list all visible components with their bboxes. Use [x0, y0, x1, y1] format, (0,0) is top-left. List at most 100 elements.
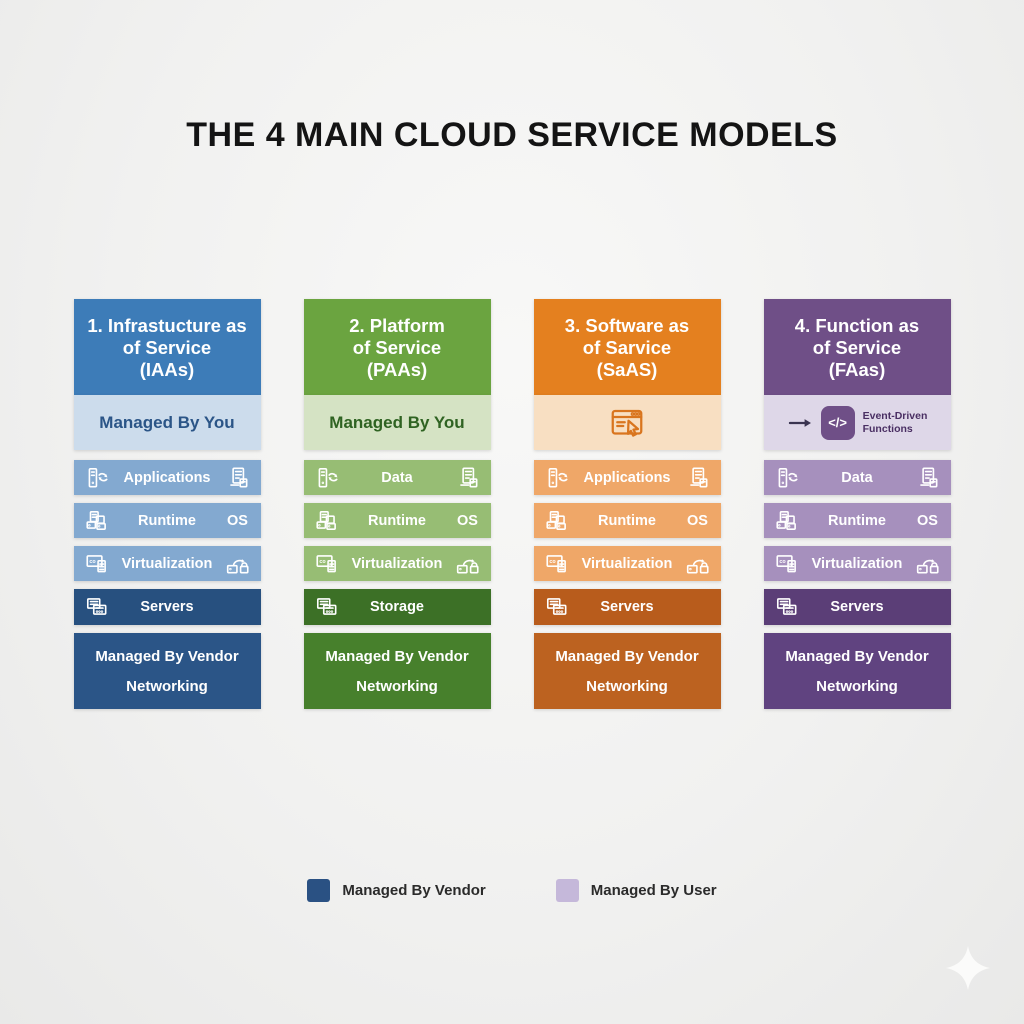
- iaas-header: 1. Infrastucture as of Service (IAAs): [73, 299, 261, 395]
- paas-footer: Managed By Vendor Networking: [303, 633, 491, 709]
- paas-row-runtime-label: Runtime: [368, 512, 426, 529]
- runtime-stack-icon: [774, 508, 800, 534]
- paas-row-virtualization-label: Virtualization: [351, 555, 443, 572]
- migrate-lock-icon: [455, 551, 481, 577]
- paas-row-storage: Storage: [303, 589, 491, 625]
- iaas-row-servers-label: Servers: [140, 599, 194, 615]
- saas-row-servers-label: Servers: [600, 599, 654, 615]
- saas-row-os-label: OS: [687, 512, 708, 529]
- faas-subheader: </> Event-Driven Functions: [763, 395, 951, 450]
- iaas-row-servers: Servers: [73, 589, 261, 625]
- column-faas: 4. Function as of Service (FAas) </> Eve…: [763, 299, 951, 709]
- iaas-footer-line1: Managed By Vendor: [95, 647, 239, 665]
- faas-header-line2: of Service: [812, 337, 902, 358]
- faas-row-data-label: Data: [841, 469, 873, 486]
- faas-footer-line1: Managed By Vendor: [785, 647, 929, 665]
- faas-row-virtualization-label: Virtualization: [811, 555, 903, 572]
- saas-footer: Managed By Vendor Networking: [533, 633, 721, 709]
- server-stack-page-icon: [915, 465, 941, 491]
- vendor-color-swatch: [307, 879, 331, 902]
- faas-row-runtime-label: Runtime: [828, 512, 886, 529]
- event-driven-line2: Functions: [862, 422, 913, 435]
- paas-row-virtualization: Virtualization: [303, 546, 491, 581]
- runtime-stack-icon: [84, 508, 110, 534]
- iaas-header-line1: 1. Infrastucture as: [87, 315, 247, 336]
- runtime-stack-icon: [544, 508, 570, 534]
- saas-header-line3: (SaAS): [596, 359, 658, 380]
- iaas-footer-line2: Networking: [126, 677, 208, 695]
- server-sync-icon: [84, 465, 110, 491]
- paas-header-line1: 2. Platform: [349, 315, 445, 336]
- paas-rows: Data Runtime OS Virtualization Storage: [303, 460, 491, 625]
- saas-row-virtualization-label: Virtualization: [581, 555, 673, 572]
- iaas-row-os-label: OS: [227, 512, 248, 529]
- code-badge-icon: </>: [820, 405, 855, 440]
- paas-footer-line2: Networking: [356, 677, 438, 695]
- user-color-swatch: [555, 879, 579, 902]
- saas-row-servers: Servers: [533, 589, 721, 625]
- saas-header-line2: of Sarvice: [582, 337, 672, 358]
- paas-footer-line1: Managed By Vendor: [325, 647, 469, 665]
- service-model-columns: 1. Infrastucture as of Service (IAAs) Ma…: [0, 299, 1024, 709]
- faas-footer: Managed By Vendor Networking: [763, 633, 951, 709]
- browser-cursor-icon: [609, 405, 645, 441]
- iaas-header-line2: of Service: [122, 337, 212, 358]
- saas-row-runtime: Runtime OS: [533, 503, 721, 538]
- faas-rows: Data Runtime OS Virtualization Servers: [763, 460, 951, 625]
- faas-header-line1: 4. Function as: [794, 315, 920, 336]
- iaas-row-runtime-label: Runtime: [138, 512, 196, 529]
- paas-header: 2. Platform of Service (PAAs): [303, 299, 491, 395]
- vendor-legend-label: Managed By Vendor: [342, 882, 486, 899]
- server-stack-page-icon: [225, 465, 251, 491]
- saas-row-runtime-label: Runtime: [598, 512, 656, 529]
- iaas-managed-by-you: Managed By You: [73, 395, 261, 450]
- iaas-row-runtime: Runtime OS: [73, 503, 261, 538]
- paas-managed-by-you-label: Managed By You: [329, 412, 465, 432]
- faas-footer-line2: Networking: [816, 677, 898, 695]
- iaas-row-virtualization: Virtualization: [73, 546, 261, 581]
- runtime-stack-icon: [314, 508, 340, 534]
- faas-row-servers-label: Servers: [830, 599, 884, 615]
- vm-monitor-icon: [774, 551, 800, 577]
- faas-row-data: Data: [763, 460, 951, 495]
- paas-managed-by-you: Managed By You: [303, 395, 491, 450]
- servers-icon: [84, 594, 110, 620]
- column-saas: 3. Software as of Sarvice (SaAS) Applica…: [533, 299, 721, 709]
- faas-row-runtime: Runtime OS: [763, 503, 951, 538]
- legend-item-vendor: Managed By Vendor: [307, 879, 486, 902]
- iaas-footer: Managed By Vendor Networking: [73, 633, 261, 709]
- faas-row-os-label: OS: [917, 512, 938, 529]
- paas-header-line3: (PAAs): [366, 359, 428, 380]
- arrow-right-icon: [787, 412, 813, 434]
- paas-row-data: Data: [303, 460, 491, 495]
- page-title: THE 4 MAIN CLOUD SERVICE MODELS: [186, 116, 838, 154]
- saas-row-applications-label: Applications: [583, 469, 671, 486]
- iaas-header-line3: (IAAs): [139, 359, 195, 380]
- saas-header: 3. Software as of Sarvice (SaAS): [533, 299, 721, 395]
- saas-row-virtualization: Virtualization: [533, 546, 721, 581]
- server-stack-page-icon: [455, 465, 481, 491]
- saas-header-line1: 3. Software as: [564, 315, 690, 336]
- servers-icon: [774, 594, 800, 620]
- saas-rows: Applications Runtime OS Virtualization S…: [533, 460, 721, 625]
- vm-monitor-icon: [84, 551, 110, 577]
- user-legend-label: Managed By User: [590, 882, 717, 899]
- saas-row-applications: Applications: [533, 460, 721, 495]
- paas-row-runtime: Runtime OS: [303, 503, 491, 538]
- migrate-lock-icon: [915, 551, 941, 577]
- legend: Managed By Vendor Managed By User: [0, 879, 1024, 902]
- vm-monitor-icon: [314, 551, 340, 577]
- event-driven-line1: Event-Driven: [862, 409, 928, 422]
- column-iaas: 1. Infrastucture as of Service (IAAs) Ma…: [73, 299, 261, 709]
- migrate-lock-icon: [225, 551, 251, 577]
- iaas-managed-by-you-label: Managed By You: [99, 412, 235, 432]
- faas-header-line3: (FAas): [828, 359, 886, 380]
- saas-subheader: [533, 395, 721, 450]
- event-driven-functions-label: Event-Driven Functions: [863, 410, 928, 436]
- server-sync-icon: [774, 465, 800, 491]
- iaas-row-virtualization-label: Virtualization: [121, 555, 213, 572]
- saas-footer-line1: Managed By Vendor: [555, 647, 699, 665]
- faas-header: 4. Function as of Service (FAas): [763, 299, 951, 395]
- paas-row-storage-label: Storage: [370, 599, 424, 615]
- code-glyph: </>: [828, 415, 847, 430]
